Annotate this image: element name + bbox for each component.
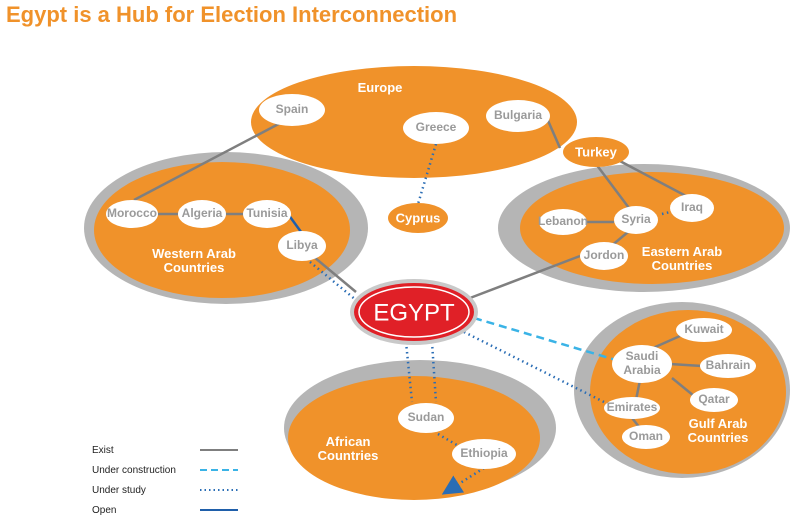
link-greece-cyprus xyxy=(416,143,438,205)
link-egypt-saudi xyxy=(473,316,617,362)
label-western-arab-1: Western Arab xyxy=(152,246,236,261)
node-saudi-arabia xyxy=(612,345,672,383)
label-greece: Greece xyxy=(416,120,457,134)
node-jordon xyxy=(580,242,628,270)
link-saudi-bahrain xyxy=(669,362,703,368)
node-ethiopia xyxy=(452,439,516,469)
label-spain: Spain xyxy=(276,102,309,116)
page-title: Egypt is a Hub for Election Interconnect… xyxy=(6,2,458,27)
link-saudi-qatar xyxy=(671,377,695,397)
link-turkey-iraq xyxy=(617,158,687,198)
label-turkey: Turkey xyxy=(575,144,617,159)
link-turkey-syria xyxy=(595,163,633,213)
label-ethiopia: Ethiopia xyxy=(460,446,508,460)
label-iraq: Iraq xyxy=(681,200,703,214)
country-nodes: Spain Greece Bulgaria Turkey Morocco Alg… xyxy=(106,94,756,469)
link-bulgaria-turkey xyxy=(544,115,562,149)
label-eastern-arab-1: Eastern Arab xyxy=(642,244,722,259)
label-oman: Oman xyxy=(629,429,663,443)
label-libya: Libya xyxy=(286,238,318,252)
node-bulgaria xyxy=(486,100,550,132)
link-egypt-jordon xyxy=(469,254,581,300)
label-tunisia: Tunisia xyxy=(246,206,287,220)
link-egypt-emirates xyxy=(463,330,609,406)
node-libya xyxy=(278,231,326,261)
label-egypt: EGYPT xyxy=(373,299,455,326)
node-qatar xyxy=(690,388,738,412)
african-group xyxy=(288,376,540,500)
legend: Exist Under construction Under study Ope… xyxy=(92,445,238,516)
label-cyprus: Cyprus xyxy=(396,210,441,225)
link-egypt-sudan-1 xyxy=(404,341,414,403)
node-greece xyxy=(403,112,469,144)
label-lebanon: Lebanon xyxy=(538,214,588,228)
group-labels: Europe Western Arab Countries Eastern Ar… xyxy=(152,80,748,463)
link-saudi-emirates xyxy=(634,379,642,401)
label-qatar: Qatar xyxy=(698,392,730,406)
node-oman xyxy=(622,425,670,449)
legend-open-label: Open xyxy=(92,505,116,516)
label-bulgaria: Bulgaria xyxy=(494,108,542,122)
label-jordon: Jordon xyxy=(584,248,625,262)
label-emirates: Emirates xyxy=(607,400,658,414)
node-morocco xyxy=(106,200,158,228)
link-spain-morocco xyxy=(133,116,291,202)
node-syria xyxy=(614,206,658,234)
label-saudi-1: Saudi xyxy=(626,349,659,363)
label-kuwait: Kuwait xyxy=(684,322,723,336)
legend-study-label: Under study xyxy=(92,485,146,496)
node-iraq xyxy=(670,194,714,222)
node-spain xyxy=(259,94,325,126)
node-cyprus xyxy=(388,203,448,233)
node-sudan xyxy=(398,403,454,433)
link-libya-egypt xyxy=(307,251,357,293)
node-tunisia xyxy=(243,200,291,228)
label-gulf-arab-1: Gulf Arab xyxy=(689,416,748,431)
label-african-2: Countries xyxy=(318,448,379,463)
western-arab-group xyxy=(94,162,350,298)
label-morocco: Morocco xyxy=(107,206,157,220)
label-europe: Europe xyxy=(358,80,403,95)
egypt-hub: EGYPT xyxy=(350,279,478,345)
node-algeria xyxy=(178,200,226,228)
egypt-hub-inner-ring xyxy=(358,286,470,338)
node-lebanon xyxy=(539,209,587,235)
link-egypt-sudan-2 xyxy=(430,341,438,403)
label-syria: Syria xyxy=(621,212,651,226)
label-western-arab-2: Countries xyxy=(164,260,225,275)
legend-construction-label: Under construction xyxy=(92,465,176,476)
label-sudan: Sudan xyxy=(408,410,445,424)
egypt-hub-fill xyxy=(354,283,474,341)
label-bahrain: Bahrain xyxy=(706,358,751,372)
connections xyxy=(133,115,703,495)
node-kuwait xyxy=(676,318,732,342)
node-turkey xyxy=(563,137,629,167)
label-saudi-2: Arabia xyxy=(623,363,661,377)
label-african-1: African xyxy=(326,434,371,449)
label-algeria: Algeria xyxy=(182,206,223,220)
label-gulf-arab-2: Countries xyxy=(688,430,749,445)
node-emirates xyxy=(604,397,660,419)
label-eastern-arab-2: Countries xyxy=(652,258,713,273)
node-bahrain xyxy=(700,354,756,378)
legend-exist-label: Exist xyxy=(92,445,114,456)
